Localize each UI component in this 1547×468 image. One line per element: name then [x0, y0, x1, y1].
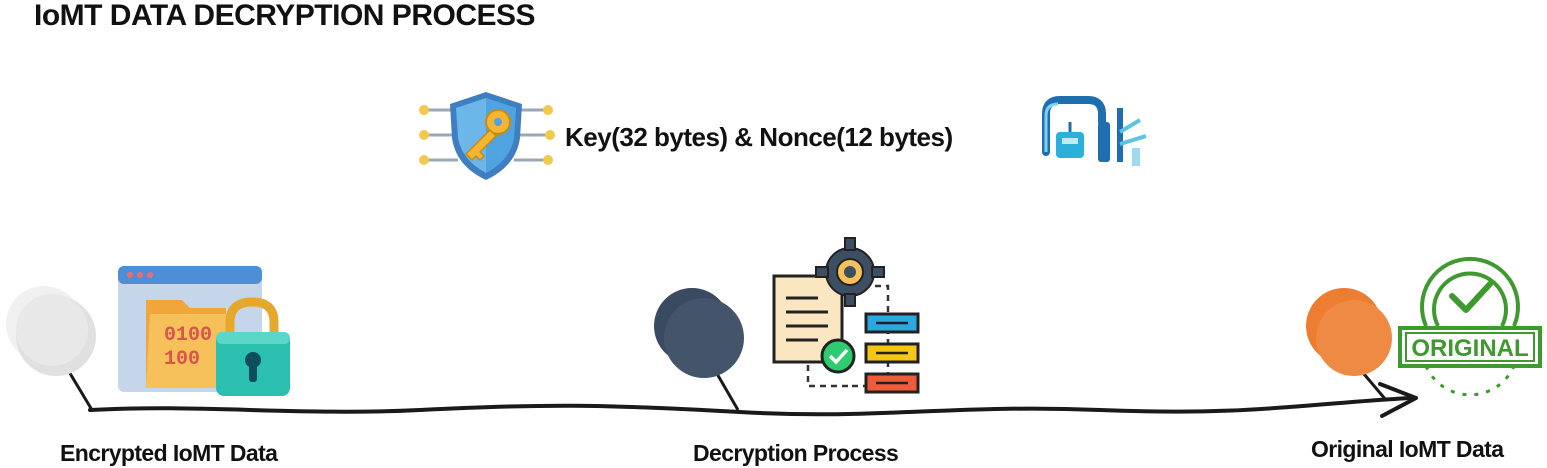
stage-label-original: Original IoMT Data: [1311, 436, 1504, 462]
pin-original: [1306, 288, 1392, 376]
binary-text-2: 100: [164, 348, 200, 371]
stage-label-decryption: Decryption Process: [693, 440, 899, 466]
key-nonce-label: Key(32 bytes) & Nonce(12 bytes): [565, 122, 953, 152]
decryption-gear-icon: [772, 237, 920, 394]
shield-key-icon: [419, 92, 555, 180]
pin-encrypted: [6, 286, 96, 376]
stage-label-encrypted: Encrypted IoMT Data: [60, 440, 278, 466]
page-title: IoMT DATA DECRYPTION PROCESS: [34, 0, 536, 32]
encrypted-folder-icon: 0100 100: [118, 266, 290, 396]
pin-decryption: [654, 288, 744, 378]
badge-text: ORIGINAL: [1411, 335, 1528, 362]
nonce-icon: [1042, 96, 1147, 166]
binary-text-1: 0100: [164, 324, 212, 347]
original-badge-icon: ORIGINAL: [1398, 256, 1542, 397]
